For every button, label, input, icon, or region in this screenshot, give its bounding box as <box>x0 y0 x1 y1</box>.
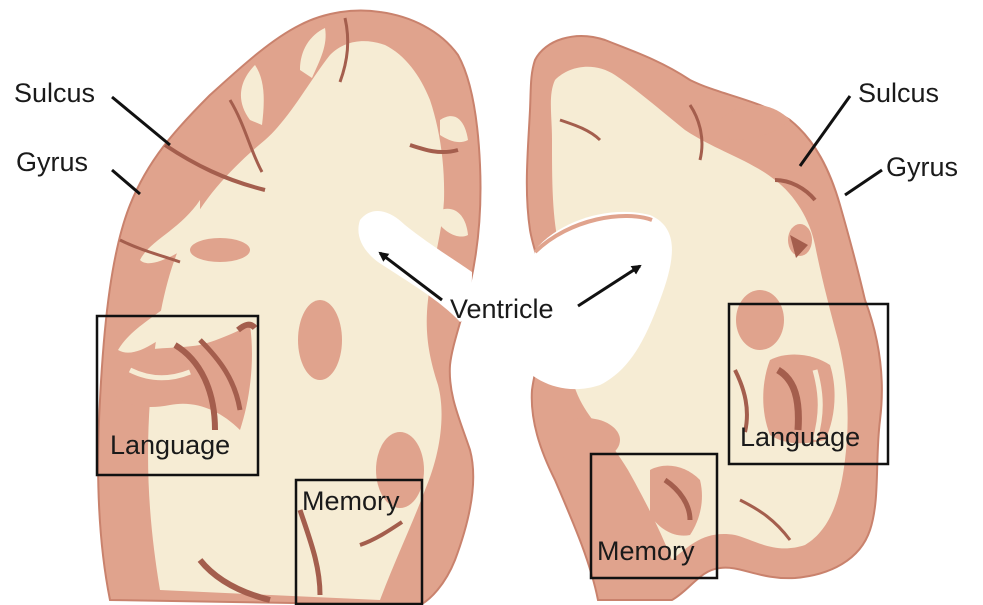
gyrus-right-pointer <box>845 170 882 195</box>
ventricle-label: Ventricle <box>450 294 554 324</box>
language-left-label: Language <box>110 430 230 460</box>
gyrus-right-label: Gyrus <box>886 152 958 182</box>
gyrus-left-pointer <box>112 170 140 194</box>
right-brain-section <box>527 36 882 600</box>
sulcus-left-pointer <box>112 97 170 145</box>
sulcus-left-label: Sulcus <box>14 78 95 108</box>
sulcus-right-label: Sulcus <box>858 78 939 108</box>
memory-left-label: Memory <box>302 486 400 516</box>
language-right-label: Language <box>740 422 860 452</box>
gyrus-left-label: Gyrus <box>16 147 88 177</box>
sulcus-right-pointer <box>800 96 850 166</box>
memory-right-label: Memory <box>597 536 695 566</box>
